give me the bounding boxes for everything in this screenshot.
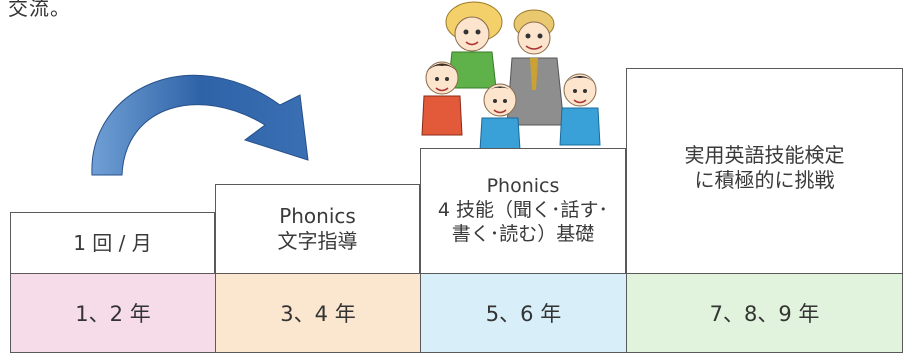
curved-arrow-icon xyxy=(91,74,309,176)
grade-3-4: 3、4 年 xyxy=(215,273,421,353)
step-3-box: Phonics 4 技能（聞く･話す･ 書く･読む）基礎 xyxy=(420,148,626,274)
grade-7-8-9: 7、8、9 年 xyxy=(626,273,903,353)
grade-7-8-9-label: 7、8、9 年 xyxy=(709,302,820,326)
step-1-line: 1 回 / 月 xyxy=(73,230,152,255)
children-teacher-illustration xyxy=(421,1,601,150)
step-1-box: 1 回 / 月 xyxy=(10,212,215,274)
step-4-box: 実用英語技能検定 に積極的に挑戦 xyxy=(626,68,903,274)
step-3-line-3: 書く･読む）基礎 xyxy=(451,222,595,245)
step-4-line-1: 実用英語技能検定 xyxy=(684,143,845,167)
step-4-line-2: に積極的に挑戦 xyxy=(694,168,835,192)
grade-5-6: 5、6 年 xyxy=(420,273,627,353)
grade-3-4-label: 3、4 年 xyxy=(280,302,356,326)
step-3-line-1: Phonics xyxy=(486,175,560,198)
grade-1-2-label: 1、2 年 xyxy=(75,302,151,326)
step-2-line-1: Phonics xyxy=(279,204,356,228)
step-2-line-2: 文字指導 xyxy=(277,229,358,253)
step-3-line-2: 4 技能（聞く･話す･ xyxy=(437,199,609,222)
grade-5-6-label: 5、6 年 xyxy=(485,302,562,326)
step-2-box: Phonics 文字指導 xyxy=(215,184,420,274)
grade-1-2: 1、2 年 xyxy=(10,273,216,353)
top-text-fragment: 交流。 xyxy=(8,0,71,20)
